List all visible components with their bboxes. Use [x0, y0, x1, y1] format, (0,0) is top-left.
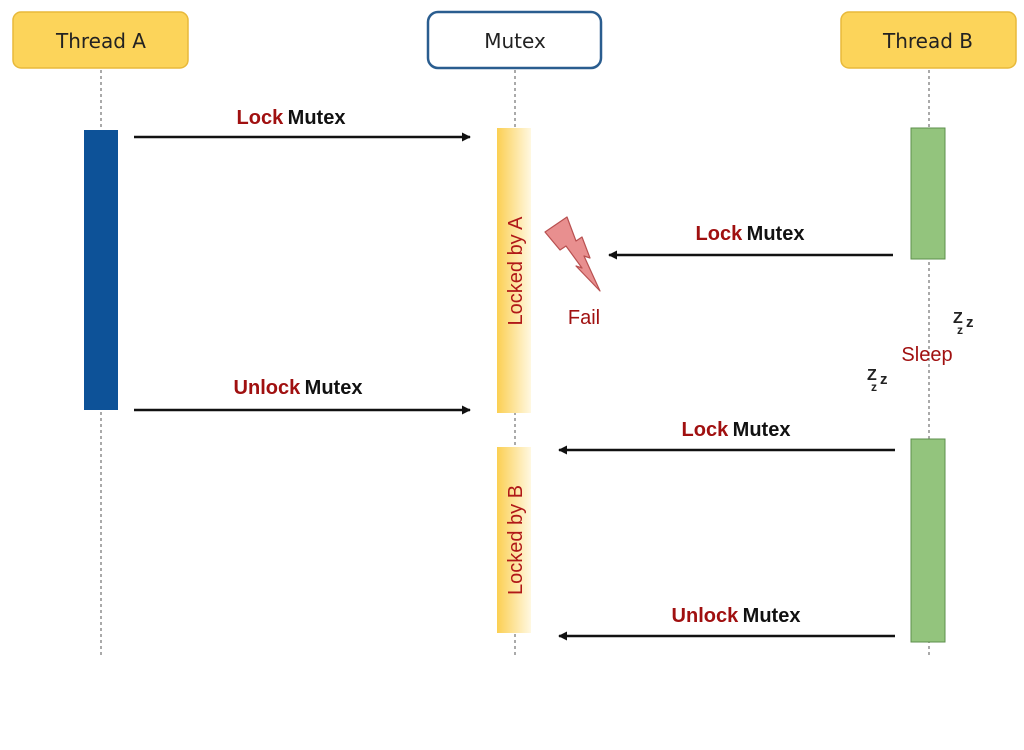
zzz-icon-upper: Z z z: [953, 310, 974, 337]
sleep-label: Sleep: [901, 344, 952, 366]
svg-text:Lock Mutex: Lock Mutex: [237, 107, 346, 129]
message-a-lock-verb: Lock: [237, 107, 285, 129]
message-b-lock-verb: Lock: [682, 419, 730, 441]
message-a-unlock-verb: Unlock: [234, 377, 302, 399]
message-b-lock-fail-object: Mutex: [747, 223, 805, 245]
zzz-lower-mid: z: [880, 371, 888, 388]
svg-text:Unlock Mutex: Unlock Mutex: [672, 605, 801, 627]
lightning-bolt-icon: [544, 216, 601, 292]
message-a-unlock: Unlock Mutex: [134, 377, 471, 415]
zzz-lower-big: Z: [867, 367, 877, 384]
message-b-lock-fail: Lock Mutex: [608, 223, 893, 260]
message-b-unlock-object: Mutex: [743, 605, 801, 627]
zzz-icon-lower: Z z z: [867, 367, 888, 394]
svg-text:Lock Mutex: Lock Mutex: [682, 419, 791, 441]
message-b-lock-object: Mutex: [733, 419, 791, 441]
message-a-unlock-object: Mutex: [305, 377, 363, 399]
message-b-lock: Lock Mutex: [558, 419, 895, 455]
message-a-lock-object: Mutex: [288, 107, 346, 129]
mutex-locked-by-a-bar: [497, 128, 531, 413]
thread-a-activation: [84, 130, 118, 410]
message-b-unlock-verb: Unlock: [672, 605, 740, 627]
fail-note: Fail: [544, 216, 601, 329]
message-b-lock-fail-verb: Lock: [696, 223, 744, 245]
participant-mutex-label: Mutex: [484, 29, 546, 53]
zzz-upper-mid: z: [966, 314, 974, 331]
participant-mutex: Mutex: [426, 10, 603, 70]
zzz-lower-small: z: [871, 380, 877, 394]
participant-thread-b-label: Thread B: [882, 29, 973, 53]
participant-thread-b: Thread B: [840, 11, 1017, 69]
zzz-upper-small: z: [957, 323, 963, 337]
state-locked-by-a: Locked by A: [505, 216, 527, 326]
message-b-unlock: Unlock Mutex: [558, 605, 895, 641]
fail-label: Fail: [568, 307, 600, 329]
sleep-note: Z z z Sleep Z z z: [867, 310, 974, 394]
state-locked-by-b: Locked by B: [505, 485, 527, 595]
svg-text:Unlock Mutex: Unlock Mutex: [234, 377, 363, 399]
svg-text:Lock Mutex: Lock Mutex: [696, 223, 805, 245]
mutex-locked-by-b-bar: [497, 447, 531, 633]
zzz-upper-big: Z: [953, 310, 963, 327]
participant-thread-a: Thread A: [12, 11, 189, 69]
thread-b-activation-1: [910, 127, 946, 260]
participant-thread-a-label: Thread A: [55, 29, 146, 53]
message-a-lock: Lock Mutex: [134, 107, 471, 142]
thread-b-activation-2: [910, 438, 946, 643]
